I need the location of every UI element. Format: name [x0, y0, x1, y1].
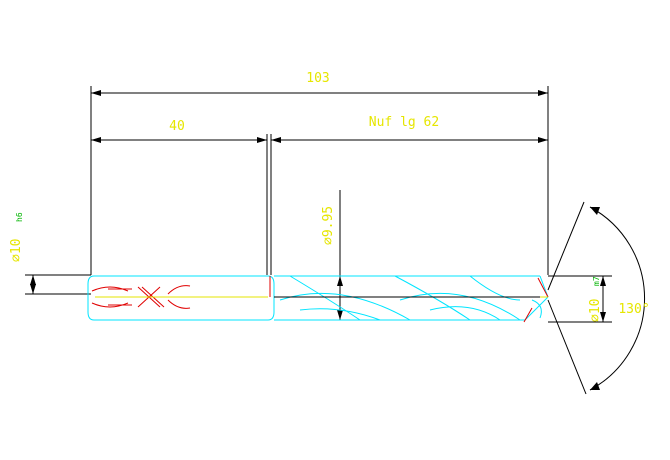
- dimension-text: 103 40 Nuf lg 62 ∅10 ∅9.95 ∅10 130°: [9, 71, 650, 322]
- coolant-mark-6: [167, 299, 191, 309]
- drill-outline: [87, 275, 549, 321]
- shank-dia-label: ∅10: [9, 239, 24, 262]
- tolerance-text: h6 m7: [15, 212, 601, 286]
- arrow-heads: [30, 90, 606, 390]
- arrow-flute-right: [538, 137, 548, 143]
- arrow-shank-dia-top: [30, 275, 36, 285]
- point-angle-label: 130°: [618, 302, 649, 317]
- tip-tolerance-label: m7: [592, 276, 601, 286]
- shank-tolerance-label: h6: [15, 212, 24, 222]
- tip-bottom: [524, 296, 549, 321]
- coolant-mark-2: [91, 302, 129, 308]
- shank-outline: [87, 275, 275, 321]
- angle-leg-bottom: [547, 299, 587, 395]
- arrow-shank-left: [91, 137, 101, 143]
- arrow-shank-dia-bottom: [30, 284, 36, 294]
- overall-length-label: 103: [306, 71, 329, 86]
- shank-length-label: 40: [169, 119, 185, 134]
- arrow-tip-dia-top: [600, 276, 606, 286]
- tip-dia-label: ∅10: [588, 299, 603, 322]
- flute-curve-3: [394, 275, 471, 321]
- flute-curve-4: [399, 292, 521, 321]
- arrow-overall-left: [91, 90, 101, 96]
- arrow-angle-top: [590, 207, 600, 215]
- arrow-body-dia-bottom: [337, 310, 343, 320]
- flute-length-label: Nuf lg 62: [369, 115, 439, 130]
- coolant-mark-1: [91, 286, 129, 292]
- flute-curve-7: [429, 306, 501, 321]
- arrow-shank-right: [257, 137, 267, 143]
- tip-inner: [531, 299, 542, 319]
- flute-curve-2: [289, 275, 361, 321]
- angle-arc: [589, 206, 645, 391]
- tip-cut-line-2: [523, 307, 533, 323]
- arrow-overall-right: [538, 90, 548, 96]
- flute-curve-5: [469, 275, 521, 301]
- arrow-body-dia-top: [337, 276, 343, 286]
- arrow-flute-left: [271, 137, 281, 143]
- angle-leg-top: [547, 201, 585, 291]
- arrow-angle-bottom: [590, 382, 600, 390]
- flute-curve-6: [299, 308, 381, 321]
- arrow-tip-dia-bottom: [600, 312, 606, 322]
- flute-curve-1: [279, 292, 411, 321]
- tip-cut-line: [537, 277, 549, 298]
- body-dia-label: ∅9.95: [321, 206, 336, 245]
- coolant-mark-5: [167, 285, 191, 295]
